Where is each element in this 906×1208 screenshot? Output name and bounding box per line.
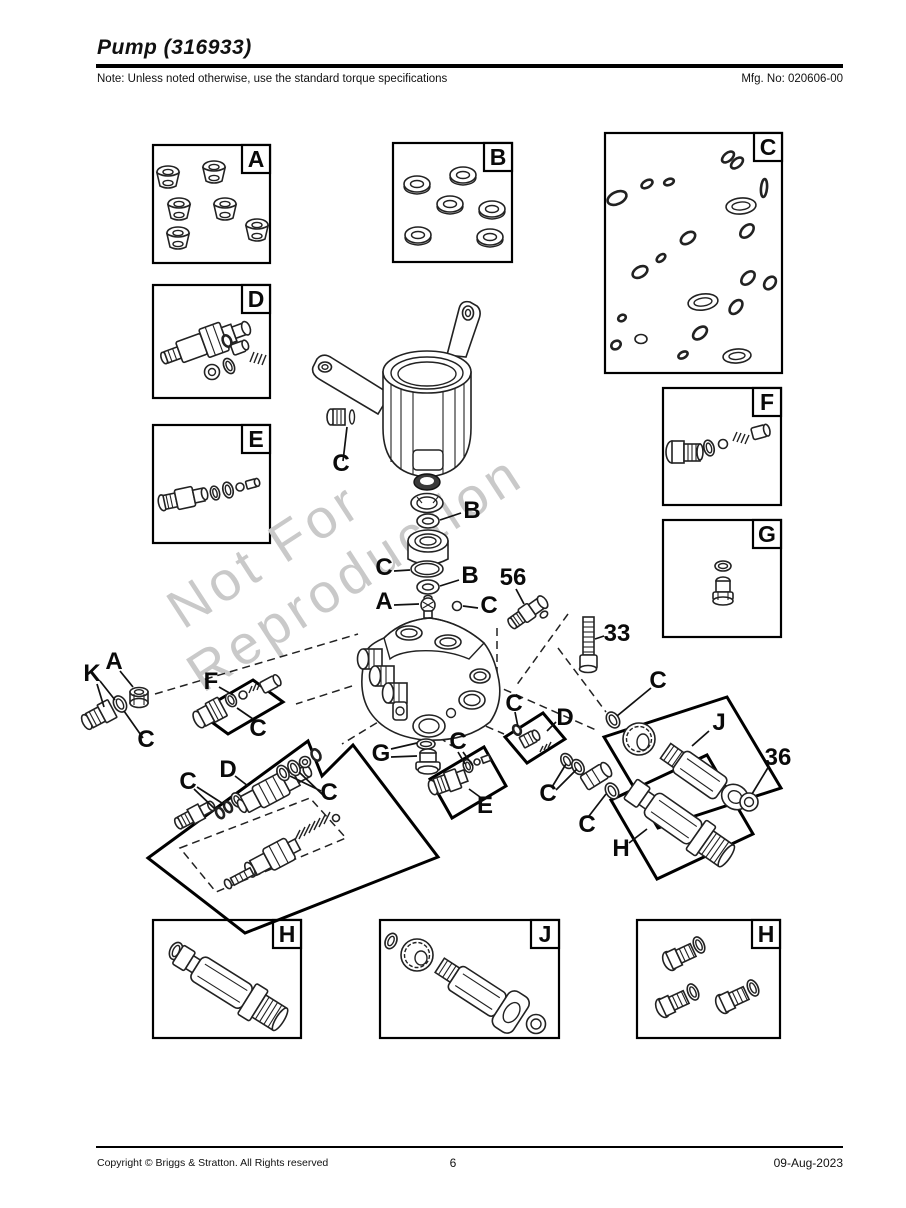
callout-C-unloader2: C xyxy=(320,779,337,806)
box-label-H2: H xyxy=(758,921,775,947)
kit-D-large-parts xyxy=(173,748,341,890)
drain-plug-G-parts xyxy=(415,738,441,775)
kit-D-small-outline xyxy=(502,711,568,765)
callout-C-J: C xyxy=(649,667,666,694)
callout-C-E: C xyxy=(449,728,466,755)
callout-33: 33 xyxy=(604,620,631,647)
callout-H: H xyxy=(612,835,629,862)
box-label-B: B xyxy=(490,144,507,170)
callout-C-ball: C xyxy=(480,592,497,619)
head-plug xyxy=(326,408,356,426)
box-E-parts xyxy=(157,477,261,512)
callout-D-large: D xyxy=(219,756,236,783)
footer-date: 09-Aug-2023 xyxy=(773,1156,843,1170)
chemical-fitting xyxy=(157,485,209,512)
page-title: Pump (316933) xyxy=(97,36,252,59)
callout-E: E xyxy=(477,792,493,819)
callout-B-1: B xyxy=(463,497,480,524)
callout-C-head: C xyxy=(332,450,349,477)
kit-H-parts xyxy=(604,778,736,868)
thermal-valve xyxy=(160,320,252,365)
box-label-A: A xyxy=(248,146,265,172)
small-fitting xyxy=(230,339,250,356)
kit-outlines xyxy=(145,678,784,935)
piston-cup xyxy=(407,529,449,566)
header-rule xyxy=(96,64,843,68)
outlet-tube xyxy=(172,944,289,1032)
box-label-F: F xyxy=(760,389,774,415)
callout-C-unloader: C xyxy=(179,768,196,795)
box-label-H1: H xyxy=(279,921,296,947)
callout-G: G xyxy=(372,740,391,767)
callout-C-F: C xyxy=(249,715,266,742)
callout-C-check: C xyxy=(539,780,556,807)
manifold-body xyxy=(356,617,501,741)
box-label-E: E xyxy=(248,426,263,452)
callout-labels: C B C B A C 56 33 K A C F C D C C C G C … xyxy=(83,450,791,862)
box-H-right-parts xyxy=(654,936,760,1019)
callout-A-left: A xyxy=(105,648,122,675)
callout-36: 36 xyxy=(765,744,792,771)
footer-page-number: 6 xyxy=(449,1156,457,1170)
washer-36 xyxy=(739,792,759,812)
kit-D-large-outline xyxy=(145,738,441,935)
callout-F: F xyxy=(204,668,219,695)
seal-stack xyxy=(407,492,463,619)
footer-rule xyxy=(96,1146,843,1148)
pump-head-housing xyxy=(311,300,481,491)
callout-K: K xyxy=(83,660,101,687)
check-valve-parts xyxy=(559,752,613,791)
kit-F-parts xyxy=(192,673,282,729)
kit-E-outline xyxy=(427,744,509,821)
callout-J: J xyxy=(712,709,725,736)
check-ball xyxy=(451,600,463,612)
kit-D-small-parts xyxy=(511,723,552,753)
box-label-C: C xyxy=(760,134,777,160)
unloader-piston xyxy=(243,837,302,878)
box-J-parts xyxy=(384,932,547,1035)
bolt-33 xyxy=(578,616,598,674)
box-C-orings xyxy=(606,150,778,364)
box-label-J: J xyxy=(539,921,552,947)
callout-C-H: C xyxy=(578,811,595,838)
box-label-G: G xyxy=(758,521,776,547)
left-plug-group-K xyxy=(80,686,149,731)
torque-note: Note: Unless noted otherwise, use the st… xyxy=(97,73,448,85)
box-F-parts xyxy=(665,423,771,464)
part-box-C: C xyxy=(603,131,784,375)
callout-C-smallD: C xyxy=(505,690,522,717)
unloader-spring xyxy=(293,811,331,843)
callout-B-2: B xyxy=(461,562,478,589)
siphon-tube xyxy=(434,957,531,1034)
kit-D-inner-dashed xyxy=(178,797,348,893)
valve-A xyxy=(420,594,436,619)
thermal-relief-valve-56 xyxy=(507,595,549,630)
manifold-left-ports xyxy=(356,648,408,704)
kit-J-parts xyxy=(605,711,759,812)
spring xyxy=(249,351,267,366)
part-box-H-right: H xyxy=(635,918,782,1040)
kit-E-parts xyxy=(427,753,492,796)
mfg-number: Mfg. No: 020606-00 xyxy=(741,73,843,85)
callout-56: 56 xyxy=(500,564,527,591)
nut-A xyxy=(129,686,149,709)
leader-lines xyxy=(96,426,770,844)
box-G-parts xyxy=(712,560,734,606)
box-H-left-parts xyxy=(168,941,289,1032)
callout-D-small: D xyxy=(556,704,573,731)
box-label-D: D xyxy=(248,286,265,312)
callout-A-valve: A xyxy=(375,588,392,615)
footer-copyright: Copyright © Briggs & Stratton. All Right… xyxy=(97,1157,329,1169)
callout-C-left: C xyxy=(137,726,154,753)
kit-F-outline xyxy=(195,678,286,736)
box-D-parts xyxy=(160,320,267,381)
callout-C-ring: C xyxy=(375,554,392,581)
